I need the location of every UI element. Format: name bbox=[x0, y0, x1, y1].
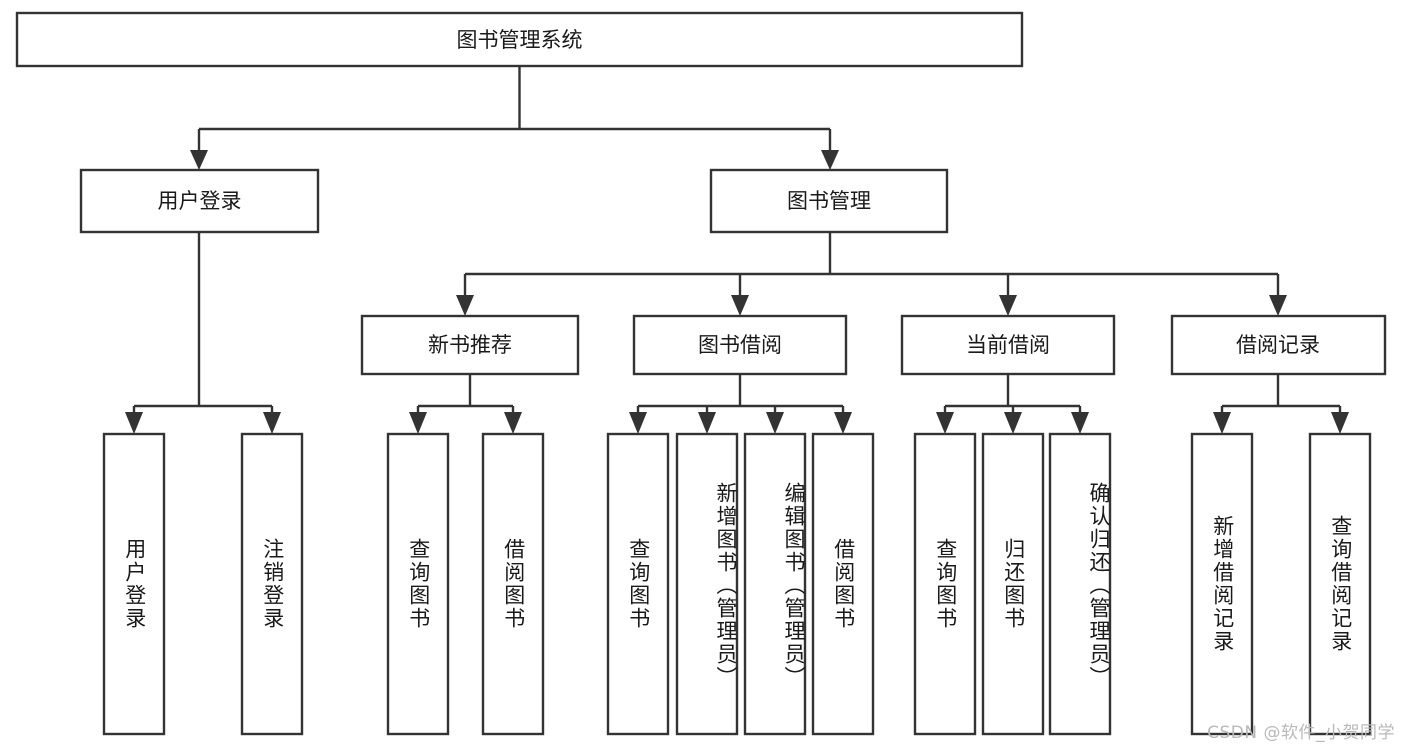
arrow-leaf-edit-book bbox=[766, 412, 784, 434]
node-leaf-edit-book-box[interactable] bbox=[743, 432, 807, 736]
connector-group-borrow-record bbox=[1213, 374, 1349, 434]
connector-group-current-borrow bbox=[936, 374, 1089, 434]
node-leaf-query-book-2-box[interactable] bbox=[606, 432, 670, 736]
arrow-leaf-query-book-1 bbox=[409, 412, 427, 434]
node-leaf-borrow-book-1-box[interactable] bbox=[481, 432, 545, 736]
node-leaf-query-book-3-box[interactable] bbox=[913, 432, 977, 736]
node-new-book-recommend-label: 新书推荐 bbox=[428, 333, 512, 357]
node-book-management-label: 图书管理 bbox=[787, 189, 871, 213]
arrow-leaf-add-record bbox=[1213, 412, 1231, 434]
arrow-leaf-query-record bbox=[1331, 412, 1349, 434]
connector-group-root bbox=[190, 66, 839, 170]
connector-group-book-borrow bbox=[629, 374, 852, 434]
node-current-borrow-label: 当前借阅 bbox=[966, 333, 1050, 357]
arrow-leaf-borrow-book-2 bbox=[834, 412, 852, 434]
node-leaf-confirm-return-box[interactable] bbox=[1048, 432, 1112, 736]
node-book-borrow[interactable]: 图书借阅 bbox=[632, 314, 848, 376]
node-user-login-box[interactable] bbox=[79, 168, 320, 234]
arrow-leaf-return-book bbox=[1004, 412, 1022, 434]
node-book-borrow-label: 图书借阅 bbox=[698, 333, 782, 357]
leaf-boxes bbox=[102, 432, 1372, 736]
node-leaf-logout-box[interactable] bbox=[240, 432, 304, 736]
arrow-book-management bbox=[821, 150, 839, 170]
node-current-borrow[interactable]: 当前借阅 bbox=[900, 314, 1116, 376]
connector-group-user-login bbox=[125, 232, 281, 434]
node-leaf-add-record-box[interactable] bbox=[1190, 432, 1254, 736]
arrow-borrow-record bbox=[1269, 295, 1287, 316]
arrow-leaf-query-book-3 bbox=[936, 412, 954, 434]
node-new-book-recommend[interactable]: 新书推荐 bbox=[360, 314, 580, 376]
node-leaf-user-login-box[interactable] bbox=[102, 432, 166, 736]
node-user-login[interactable]: 用户登录 bbox=[79, 168, 320, 234]
node-new-book-recommend-box[interactable] bbox=[360, 314, 580, 376]
node-book-management[interactable]: 图书管理 bbox=[709, 168, 949, 234]
arrow-leaf-query-book-2 bbox=[629, 412, 647, 434]
connector-group-book-management bbox=[456, 232, 1287, 316]
node-borrow-record[interactable]: 借阅记录 bbox=[1170, 314, 1387, 376]
arrow-leaf-add-book bbox=[698, 412, 716, 434]
node-current-borrow-box[interactable] bbox=[900, 314, 1116, 376]
node-user-login-label: 用户登录 bbox=[158, 189, 242, 213]
arrow-leaf-user-login bbox=[125, 412, 143, 434]
node-leaf-query-record-box[interactable] bbox=[1308, 432, 1372, 736]
connector-group-new-book-recommend bbox=[409, 374, 522, 434]
node-book-management-box[interactable] bbox=[709, 168, 949, 234]
arrow-new-book-recommend bbox=[456, 295, 474, 316]
arrow-leaf-borrow-book-1 bbox=[504, 412, 522, 434]
node-book-borrow-box[interactable] bbox=[632, 314, 848, 376]
arrow-user-login bbox=[190, 150, 208, 170]
node-leaf-add-book-box[interactable] bbox=[675, 432, 739, 736]
node-borrow-record-label: 借阅记录 bbox=[1236, 333, 1320, 357]
node-root[interactable]: 图书管理系统 bbox=[15, 11, 1024, 68]
node-leaf-query-book-1-box[interactable] bbox=[386, 432, 450, 736]
node-root-label: 图书管理系统 bbox=[457, 28, 583, 52]
arrow-current-borrow bbox=[999, 295, 1017, 316]
node-borrow-record-box[interactable] bbox=[1170, 314, 1387, 376]
watermark-text: CSDN @软件_小贺同学 bbox=[1207, 723, 1395, 743]
arrow-book-borrow bbox=[731, 295, 749, 316]
arrow-leaf-confirm-return bbox=[1071, 412, 1089, 434]
node-root-box[interactable] bbox=[15, 11, 1024, 68]
node-leaf-borrow-book-2-box[interactable] bbox=[811, 432, 875, 736]
node-leaf-return-book-box[interactable] bbox=[981, 432, 1045, 736]
arrow-leaf-logout bbox=[263, 412, 281, 434]
